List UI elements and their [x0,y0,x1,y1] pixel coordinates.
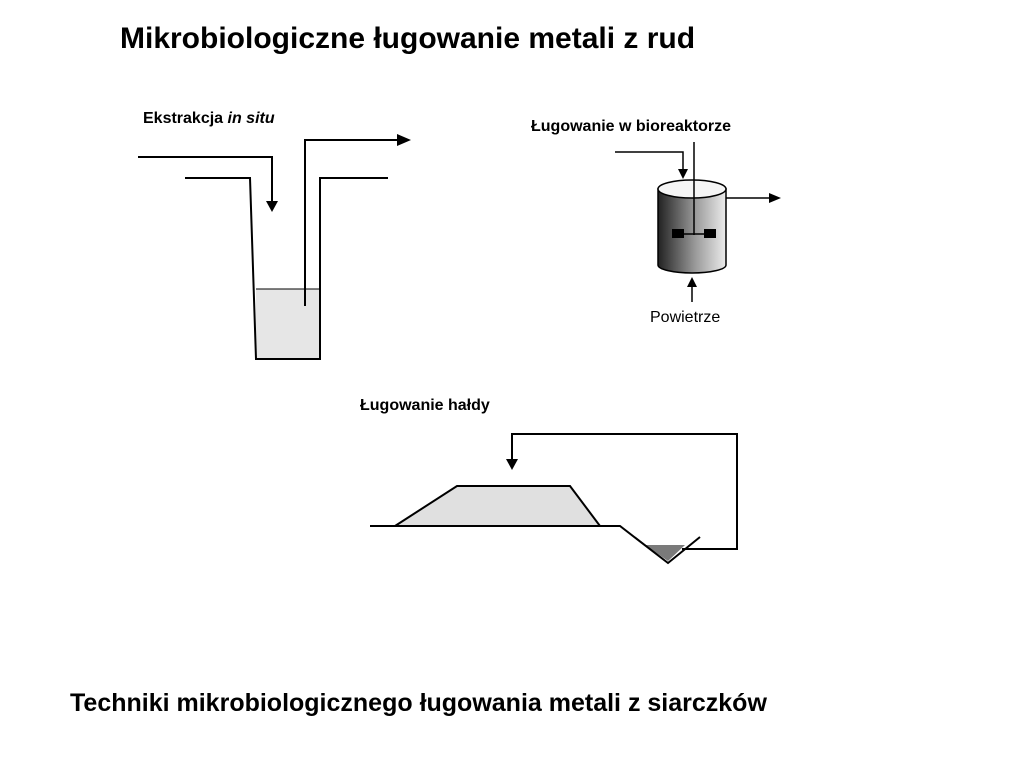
heap-schematic [370,433,738,565]
outflow-pipe [304,139,398,306]
feed-arrow-head [678,169,688,179]
heap-leaching-label: Ługowanie hałdy [360,397,490,414]
feed-pipe [615,151,684,170]
in-situ-well [185,177,388,360]
in-situ-liquid [256,289,320,359]
recirculation-arrow-head [506,459,518,470]
in-situ-label-italic: in situ [227,110,275,127]
bioreactor-label: Ługowanie w bioreaktorze [531,118,732,135]
in-situ-label-prefix: Ekstrakcja [143,110,224,127]
bioreactor-top [657,179,727,199]
recirculation-pipe [511,433,738,550]
bioreactor-vessel [657,188,727,274]
slide-caption: Techniki mikrobiologicznego ługowania me… [70,689,767,717]
product-arrow-head [769,193,781,203]
air-label: Powietrze [650,309,721,326]
stirrer-blade-left [672,229,684,238]
inflow-pipe [138,156,273,202]
bioreactor-schematic [615,142,781,302]
in-situ-schematic [138,134,411,360]
air-arrow-head [687,277,697,287]
stirrer-blade-right [704,229,716,238]
slide-title: Mikrobiologiczne ługowanie metali z rud [120,22,696,55]
collection-pond-liquid [645,545,685,561]
heap-pile [391,485,602,527]
inflow-arrow-head [266,201,278,212]
in-situ-label: Ekstrakcja in situ [143,110,275,128]
ground-line [370,525,701,565]
outflow-arrow-head [397,134,411,146]
